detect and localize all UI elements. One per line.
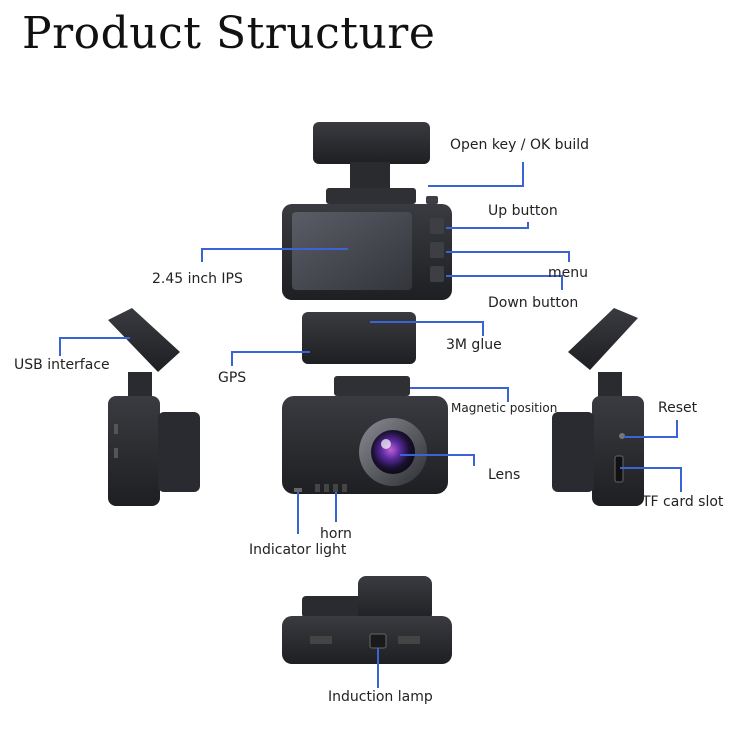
label-reset: Reset <box>658 400 698 416</box>
label-lens: Lens <box>488 467 521 483</box>
label-screen: 2.45 inch IPS <box>152 271 243 287</box>
glue-mount <box>302 312 416 364</box>
indicator-led <box>294 488 302 492</box>
horn-slot-4 <box>342 484 347 492</box>
label-open-key: Open key / OK build <box>450 137 590 153</box>
mount-stem <box>350 162 390 192</box>
label-gps: GPS <box>218 370 247 386</box>
leader-lines <box>59 162 682 688</box>
leader-tf-card <box>620 467 682 492</box>
leader-reset <box>624 420 678 438</box>
magnetic-mount <box>334 376 410 396</box>
menu-button-key <box>430 242 444 258</box>
horn-slot-1 <box>315 484 320 492</box>
horn-slot-3 <box>333 484 338 492</box>
right-lens-barrel <box>552 412 594 492</box>
bottom-body <box>282 616 452 664</box>
label-indicator: Indicator light <box>249 542 347 558</box>
leader-up-button <box>446 222 529 229</box>
ok-key <box>426 196 438 204</box>
leader-down-button <box>446 275 563 290</box>
bottom-lens-housing <box>358 576 432 622</box>
leader-magnetic <box>410 387 509 402</box>
left-mount-arm <box>108 308 180 372</box>
right-body <box>592 396 644 506</box>
label-horn: horn <box>320 526 352 542</box>
camera-right-side-view <box>552 308 644 506</box>
bottom-mount-left <box>302 596 368 618</box>
page-title: Product Structure <box>22 8 436 59</box>
leader-open-key <box>428 162 524 187</box>
camera-front-view <box>282 312 448 494</box>
lens-highlight <box>381 439 391 449</box>
camera-back-view <box>282 122 452 300</box>
induction-lamp-sensor <box>369 633 387 649</box>
leader-gps <box>231 351 310 366</box>
label-magnetic: Magnetic position <box>451 401 558 415</box>
label-menu: menu <box>548 265 588 281</box>
leader-lens <box>400 454 475 466</box>
left-side-port-1 <box>114 424 118 434</box>
up-button-key <box>430 218 444 234</box>
leader-screen <box>201 248 348 262</box>
left-body <box>108 396 160 506</box>
mount-joint <box>326 188 416 204</box>
right-mount-arm <box>568 308 638 370</box>
label-induction: Induction lamp <box>328 689 433 705</box>
down-button-key <box>430 266 444 282</box>
leader-glue <box>370 321 484 336</box>
label-down-button: Down button <box>488 295 579 311</box>
camera-left-side-view <box>108 308 200 506</box>
label-up-button: Up button <box>488 203 558 219</box>
left-side-port-2 <box>114 448 118 458</box>
horn-slot-2 <box>324 484 329 492</box>
lens-glass <box>371 430 415 474</box>
label-tf-card: TF card slot <box>642 494 724 510</box>
bottom-vent-left <box>310 636 332 644</box>
ips-screen <box>292 212 412 290</box>
leader-menu <box>446 251 570 262</box>
label-glue: 3M glue <box>446 337 502 353</box>
mount-top <box>313 122 430 164</box>
left-lens-barrel <box>158 412 200 492</box>
camera-bottom-view <box>282 576 452 664</box>
leader-usb <box>59 337 130 356</box>
bottom-vent-right <box>398 636 420 644</box>
reset-hole <box>619 433 625 439</box>
label-usb: USB interface <box>14 357 110 373</box>
